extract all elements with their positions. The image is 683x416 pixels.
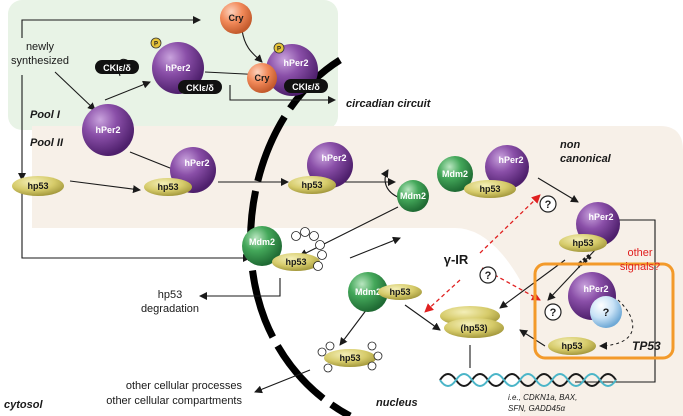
label-targets-2: SFN, GADD45α (508, 404, 565, 413)
gamma-ir-arrows (424, 194, 541, 313)
cki-badge (178, 80, 222, 94)
mdm2-ubiquitinating (242, 226, 282, 266)
label-tp53: TP53 (632, 339, 661, 353)
dna-helix (439, 373, 617, 387)
mdm2-free (397, 180, 429, 212)
hper2-label: hPer2 (588, 212, 613, 222)
hp53-tp53 (548, 337, 596, 355)
hp53-right (559, 234, 607, 252)
nuclear-envelope (247, 57, 352, 416)
label-newly: newly (26, 41, 55, 53)
label-canonical: canonical (560, 153, 612, 165)
tp53-box (533, 262, 675, 360)
question-markers (479, 195, 562, 321)
cry-label: Cry (254, 73, 269, 83)
hp53-paren-label: (hp53) (461, 323, 488, 333)
label-pool-ii: Pool II (30, 137, 64, 149)
unknown-factor (590, 296, 622, 328)
cki-label: CKIε/δ (292, 82, 320, 92)
label-gamma-ir: γ-IR (444, 252, 469, 267)
question-mark: ? (550, 307, 557, 319)
hper2-label: hPer2 (498, 155, 523, 165)
hp53-label: hp53 (572, 238, 593, 248)
cry-molecule (247, 63, 277, 93)
label-non: non (560, 139, 580, 151)
hper2-ternary (485, 145, 529, 189)
hp53-label: hp53 (157, 182, 178, 192)
label-other-signals-1: other (627, 247, 652, 259)
label-pool-i: Pool I (30, 109, 61, 121)
hp53-stack-front (444, 318, 504, 338)
label-other-compartments: other cellular compartments (106, 395, 242, 407)
hper2-pool (82, 104, 134, 156)
hper2-label: hPer2 (321, 153, 346, 163)
hp53-ternary (464, 180, 516, 198)
hp53-label: hp53 (479, 184, 500, 194)
cki-label: CKIε/δ (103, 63, 131, 73)
other-signals-arrow (576, 254, 592, 268)
hp53-label: hp53 (285, 257, 306, 267)
label-degradation-2: degradation (141, 303, 199, 315)
label-synthesized: synthesized (11, 55, 69, 67)
label-circadian: circadian circuit (346, 98, 432, 110)
hp53-label: hp53 (339, 353, 360, 363)
label-other-processes: other cellular processes (126, 380, 243, 392)
hper2-label: hPer2 (283, 58, 308, 68)
non-canonical-background (32, 126, 683, 416)
cki-label: CKIε/δ (186, 83, 214, 93)
cry-label: Cry (228, 13, 243, 23)
phospho-marker (150, 37, 162, 49)
hp53-label: hp53 (27, 181, 48, 191)
label-other-signals-2: signals? (620, 261, 660, 273)
ubiquitin-ring (317, 341, 383, 373)
label-targets-1: i.e., CDKN1a, BAX, (508, 393, 577, 402)
tp53-feedback-arrow (599, 299, 634, 350)
phospho-label: P (277, 47, 281, 53)
label-cytosol: cytosol (4, 399, 43, 411)
phospho-marker (273, 42, 285, 54)
question-mark: ? (485, 270, 492, 282)
hp53-label: hp53 (561, 341, 582, 351)
mdm2-nuclear (348, 272, 388, 312)
cki-badge (284, 79, 328, 93)
label-nucleus: nucleus (376, 397, 418, 409)
ubiquitin-chain (291, 227, 327, 271)
hp53-ubiquitinated (272, 253, 320, 271)
cki-badge (95, 60, 139, 74)
hp53-label: hp53 (389, 287, 410, 297)
mdm2-label: Mdm2 (249, 237, 275, 247)
hp53-mdm2-bound (378, 284, 422, 300)
hp53-cytosol (12, 176, 64, 196)
mdm2-label: Mdm2 (442, 169, 468, 179)
hp53-label: hp53 (301, 180, 322, 190)
mdm2-ternary (437, 156, 473, 192)
hp53-bound (144, 178, 192, 196)
hper2-label: hPer2 (165, 63, 190, 73)
pathway-arrows (18, 16, 656, 394)
hper2-label: hPer2 (583, 284, 608, 294)
hper2-label: hPer2 (95, 125, 120, 135)
mdm2-label: Mdm2 (355, 287, 381, 297)
label-degradation-1: hp53 (158, 289, 182, 301)
question-mark: ? (545, 199, 552, 211)
hp53-nuclear (288, 176, 336, 194)
hp53-ub-bottom (324, 349, 376, 367)
unknown-factor-label: ? (603, 307, 610, 319)
cry-molecule (220, 2, 252, 34)
hper2-label: hPer2 (184, 158, 209, 168)
mdm2-label: Mdm2 (400, 191, 426, 201)
phospho-label: P (154, 42, 158, 48)
